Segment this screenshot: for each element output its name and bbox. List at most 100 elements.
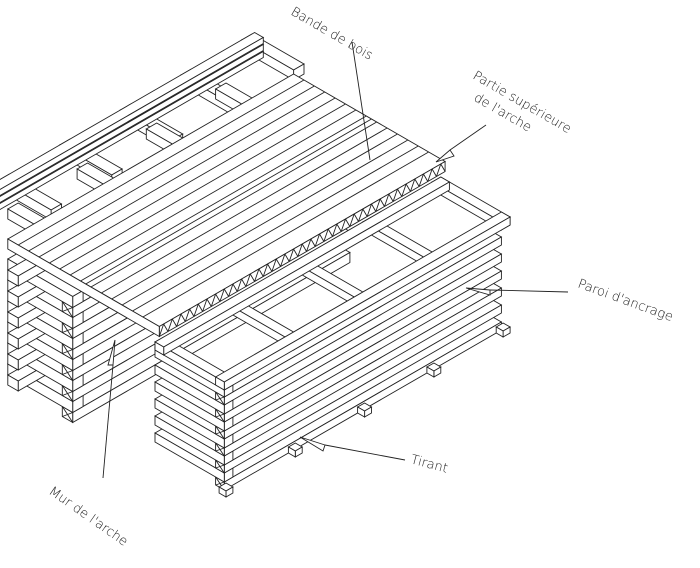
arch-top-slab-side — [7, 238, 160, 338]
structure-geometry — [0, 31, 512, 498]
zigzag-line — [293, 248, 299, 257]
arch-wall-back-log-side — [7, 332, 19, 350]
zigzag-line — [414, 178, 420, 187]
arch-wall-back-log-side — [7, 269, 19, 287]
label-text: Mur de l'arche — [46, 484, 131, 550]
log-end-x — [215, 459, 225, 474]
wood-strip-line — [142, 151, 429, 318]
label-paroi-ancrage: Paroi d'ancrage — [465, 277, 675, 325]
leader-line — [351, 41, 371, 161]
zigzag-line — [410, 178, 416, 192]
zigzag-line — [388, 193, 394, 202]
zigzag-line — [366, 203, 372, 217]
arrow-head — [435, 149, 455, 163]
arrow-head — [465, 287, 491, 296]
zigzag-line — [375, 198, 381, 212]
zigzag-line — [215, 293, 221, 302]
log-end-x — [61, 406, 74, 423]
zigzag-line — [254, 268, 260, 282]
zigzag-line — [301, 243, 307, 252]
label-text: Bande de bois — [288, 4, 375, 63]
wood-strip-line — [49, 97, 336, 264]
zigzag-line — [423, 173, 429, 182]
leader-line — [489, 289, 569, 293]
wood-strip-line — [121, 139, 409, 306]
label-partie-superieure: Partie supérieure de l'arche — [435, 68, 574, 163]
label-text: Tirant — [409, 452, 449, 476]
wood-strip-line — [90, 121, 377, 288]
zigzag-line — [314, 233, 320, 247]
arrow-head — [107, 339, 116, 366]
log-end-x — [215, 408, 225, 423]
arch-wall-back-log-side — [7, 311, 19, 329]
zigzag-line — [271, 258, 277, 272]
zigzag-line — [297, 243, 303, 257]
log-end-x — [61, 385, 74, 402]
wood-strip-line — [80, 115, 367, 282]
zigzag-line — [176, 313, 182, 327]
zigzag-line — [262, 263, 269, 277]
zigzag-line — [440, 163, 446, 172]
zigzag-line — [232, 283, 238, 292]
wood-strip-line — [111, 133, 398, 300]
zigzag-line — [236, 278, 243, 292]
log-end-x — [215, 391, 225, 406]
zigzag-line — [258, 268, 264, 277]
log-end-x — [215, 425, 225, 440]
zigzag-line — [210, 293, 217, 307]
wood-band-edge — [85, 118, 372, 285]
zigzag-line — [379, 198, 385, 207]
zigzag-line — [280, 253, 286, 267]
zigzag-line — [249, 273, 255, 282]
zigzag-line — [362, 208, 368, 217]
zigzag-line — [384, 193, 390, 207]
zigzag-line — [340, 218, 346, 232]
wood-strip-line — [69, 109, 357, 276]
tie-post-side — [426, 366, 435, 378]
log-end-x — [61, 322, 74, 339]
zigzag-line — [371, 203, 377, 212]
zigzag-line — [288, 248, 294, 262]
arch-wall-back-log-side — [7, 290, 19, 308]
arch-wall-back-log-side — [7, 353, 19, 371]
wood-strip-line — [38, 91, 325, 258]
zigzag-line — [241, 278, 247, 287]
zigzag-line — [193, 303, 199, 317]
wood-strip-line — [132, 145, 419, 312]
wood-strip-line — [101, 127, 388, 294]
zigzag-line — [431, 168, 437, 177]
arrow-head — [299, 436, 326, 452]
anchor-wall-front-rim-side — [215, 376, 225, 391]
zigzag-line — [184, 308, 191, 322]
zigzag-line — [327, 228, 333, 237]
zigzag-line — [427, 168, 433, 182]
zigzag-line — [358, 208, 364, 222]
zigzag-line — [171, 318, 178, 327]
zigzag-line — [167, 318, 173, 332]
zigzag-line — [336, 223, 342, 232]
wood-strip-line — [17, 79, 305, 246]
zigzag-line — [397, 188, 403, 197]
wood-strip-line — [28, 85, 315, 252]
tie-post-side — [218, 486, 227, 498]
zigzag-line — [206, 298, 212, 307]
zigzag-line — [189, 308, 195, 317]
back-longitudinal-log-front — [0, 50, 264, 211]
zigzag-line — [223, 288, 229, 297]
zigzag-line — [332, 223, 338, 237]
log-end-x — [215, 442, 225, 457]
tie-post-side — [495, 326, 504, 338]
zigzag-line — [310, 238, 316, 247]
zigzag-line — [392, 188, 398, 202]
leader-line — [102, 364, 114, 479]
leader-line — [324, 444, 406, 461]
zigzag-line — [436, 163, 442, 177]
zigzag-line — [418, 173, 424, 187]
zigzag-line — [197, 303, 204, 312]
zigzag-line — [401, 183, 407, 197]
zigzag-line — [405, 183, 411, 192]
zigzag-line — [267, 263, 273, 272]
zigzag-line — [180, 313, 186, 322]
